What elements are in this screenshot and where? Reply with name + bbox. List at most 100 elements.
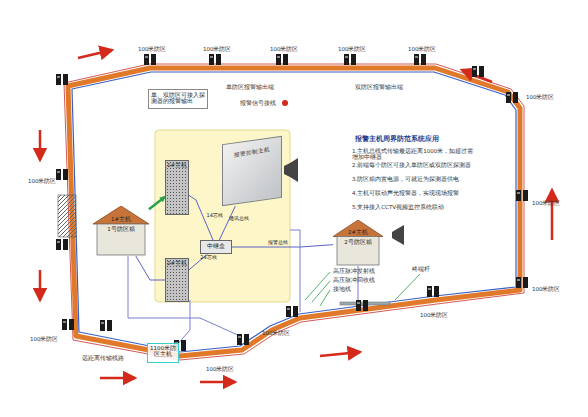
detector-label: 100米防区 <box>262 330 291 336</box>
detector-light <box>57 76 60 78</box>
edge-label: 通讯总线 <box>229 216 249 221</box>
detector <box>516 277 521 288</box>
detector <box>351 54 356 65</box>
detector <box>506 92 511 103</box>
detector <box>523 277 528 288</box>
detector <box>56 239 61 250</box>
note-text: 5.支持接入CCTV视频监控系统联动 <box>352 204 474 210</box>
detector <box>144 54 149 65</box>
relay-box: 中继盒 <box>200 240 232 254</box>
zone-house: 2#主机2号防区箱 <box>333 220 383 266</box>
siren-symbol <box>392 225 404 245</box>
signal-wire <box>176 300 190 346</box>
detector <box>283 54 288 65</box>
equipment-area <box>155 130 290 302</box>
node-text: 1100米防区主机 <box>149 345 177 358</box>
flow-arrow <box>551 190 554 240</box>
note-title: 报警主机周界防范系统应用 <box>355 136 439 143</box>
leader-line <box>320 290 330 306</box>
host-house: 1#主机 1号防区箱 <box>93 206 149 256</box>
node-text: 单、双防区可接入探测器的报警输出 <box>151 92 205 105</box>
detector-label: 100米防区 <box>203 46 232 52</box>
detector <box>237 334 242 345</box>
detector-group <box>56 54 528 351</box>
detector-label: 100米防区 <box>526 94 555 100</box>
detector <box>69 319 74 330</box>
flow-arrow <box>39 270 42 300</box>
detector-label: 100米防区 <box>408 46 437 52</box>
detector-label: 100米防区 <box>532 286 561 292</box>
detector <box>427 286 432 297</box>
fence-line <box>68 68 520 356</box>
detector <box>516 190 521 201</box>
detector-light <box>63 321 66 323</box>
node-text: 2#主机 <box>166 260 188 266</box>
detector-light <box>101 322 104 324</box>
callout-box: 单、双防区可接入探测器的报警输出 <box>148 89 208 109</box>
detector <box>100 320 105 331</box>
detector <box>151 54 156 65</box>
detector-label: 100米防区 <box>270 46 299 52</box>
note-text: 3.防区箱内置电源，可就近为探测器供电 <box>352 176 474 182</box>
detector-label: 100米防区 <box>338 46 367 52</box>
detector <box>363 300 368 311</box>
detector-light <box>210 56 213 58</box>
detector <box>479 66 484 77</box>
wire-label: 接地线 <box>333 286 351 292</box>
detector <box>244 334 249 345</box>
detector-light <box>238 336 241 338</box>
detector <box>523 190 528 201</box>
detector-light <box>57 241 60 243</box>
edge-label: 报警总线 <box>268 240 288 245</box>
callout-box: 1100米防区主机 <box>147 343 179 363</box>
fence-section <box>58 195 76 237</box>
detector-light <box>345 56 348 58</box>
detector-light <box>517 279 520 281</box>
detector <box>286 306 291 317</box>
wire-label: 高压脉冲回收线 <box>333 277 375 283</box>
flow-arrow <box>78 50 112 58</box>
fence-wire <box>72 72 516 352</box>
note-text: 4.主机可联动声光报警器，实现现场报警 <box>352 190 474 196</box>
edge-label: 14芯线 <box>207 213 223 218</box>
detector <box>181 340 186 351</box>
detector <box>56 74 61 85</box>
house-roof <box>333 220 383 237</box>
wire-label: 单防区报警输出端 <box>226 84 274 90</box>
indicator-dot <box>282 100 288 106</box>
detector <box>434 286 439 297</box>
detector <box>63 239 68 250</box>
flow-arrow <box>39 130 42 160</box>
house-roof <box>93 206 149 224</box>
detector-light <box>507 94 510 96</box>
connector <box>232 245 333 247</box>
detector <box>421 54 426 65</box>
wire-label: 远距离传输线路 <box>82 355 124 361</box>
detector <box>513 92 518 103</box>
node-text: 1#主机 <box>93 216 149 222</box>
detector <box>209 54 214 65</box>
detector <box>216 54 221 65</box>
fence-wire <box>64 64 524 360</box>
host-rack: 2#主机 <box>165 258 189 302</box>
detector <box>293 306 298 317</box>
signal-wire <box>290 230 300 312</box>
detector-label: 100米防区 <box>30 336 59 342</box>
detector-label: 100米防区 <box>532 200 561 206</box>
detector <box>276 54 281 65</box>
node-text: 1号防区箱 <box>93 226 149 232</box>
detector <box>62 319 67 330</box>
control-panel: 报警控制主机 <box>222 136 282 206</box>
detector <box>344 54 349 65</box>
flow-arrow <box>100 377 135 380</box>
wire-label: 双防区报警输出端 <box>355 84 403 90</box>
edge-label: 24芯线 <box>200 255 216 260</box>
detector-light <box>428 288 431 290</box>
note-text: 2.前端每个防区可接入单防区或双防区探测器 <box>352 162 474 168</box>
node-text: 中继盒 <box>201 243 231 249</box>
node-text: 报警控制主机 <box>223 145 281 159</box>
detector-light <box>277 56 280 58</box>
